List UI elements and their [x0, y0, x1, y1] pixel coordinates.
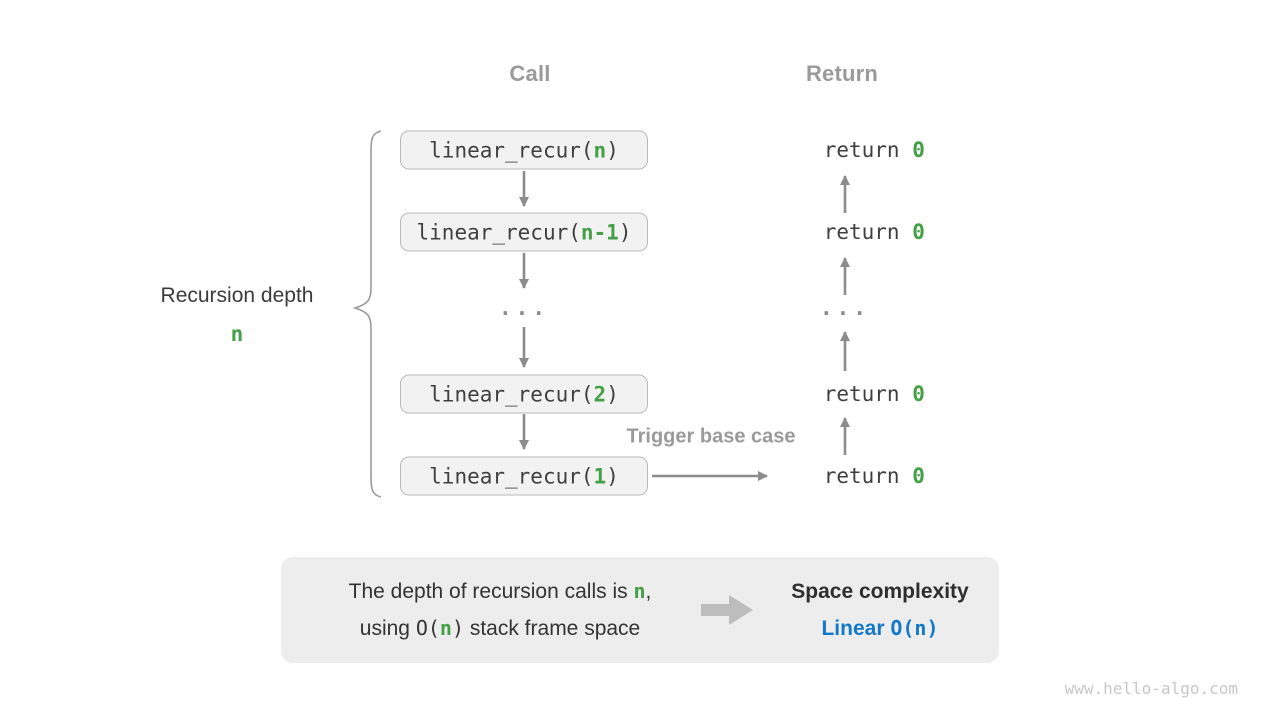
code-prefix: linear_recur( [429, 382, 594, 406]
code-arg: 2 [593, 382, 607, 406]
code-prefix: linear_recur( [429, 464, 594, 488]
code-arg: n-1 [580, 220, 619, 244]
implies-arrow-icon [701, 595, 753, 625]
summary-line1-text: The depth of recursion calls is [348, 579, 634, 603]
call-frame-n: linear_recur(n) [400, 130, 648, 170]
result-notation: O(n) [890, 616, 939, 640]
summary-line2-code-open: O( [415, 616, 440, 640]
return-keyword: return [823, 382, 913, 406]
recursion-depth-value: n [230, 322, 244, 346]
return-keyword: return [823, 220, 913, 244]
return-keyword: return [823, 138, 913, 162]
code-prefix: linear_recur( [429, 138, 594, 162]
call-frame-1: linear_recur(1) [400, 456, 648, 496]
return-column-header: Return [805, 61, 879, 86]
recursion-depth-brace [352, 130, 382, 498]
code-suffix: ) [606, 382, 619, 406]
return-value: 0 [912, 382, 925, 406]
space-complexity-result: Linear O(n) [761, 615, 999, 642]
summary-line2-arg: n [439, 616, 452, 640]
space-complexity-title: Space complexity [791, 579, 969, 603]
return-value: 0 [912, 220, 925, 244]
call-column-header: Call [509, 61, 551, 86]
return-statement-4: return 0 [773, 440, 925, 512]
code-suffix: ) [618, 220, 632, 244]
code-suffix: ) [606, 464, 619, 488]
summary-line2-text: using [359, 617, 416, 640]
summary-line-1: The depth of recursion calls is n, [281, 578, 719, 605]
call-ellipsis: ... [499, 296, 549, 320]
trigger-base-case-label: Trigger base case [626, 425, 796, 448]
recursion-depth-label: Recursion depth [160, 284, 314, 307]
code-prefix: linear_recur( [416, 220, 581, 244]
result-name: Linear [821, 617, 885, 640]
return-value: 0 [912, 138, 925, 162]
summary-line1-arg: n [633, 578, 646, 603]
summary-line-2: using O(n) stack frame space [281, 615, 719, 642]
return-statement-1: return 0 [773, 114, 925, 186]
summary-line1-comma: , [645, 579, 652, 603]
summary-line2-code-close: ) [451, 616, 464, 640]
summary-box: The depth of recursion calls is n, using… [281, 557, 999, 663]
return-value: 0 [912, 464, 925, 488]
summary-line2-tail: stack frame space [464, 617, 641, 640]
code-arg: 1 [593, 464, 607, 488]
call-frame-2: linear_recur(2) [400, 374, 648, 414]
code-suffix: ) [606, 138, 619, 162]
summary-result: Space complexity Linear O(n) [761, 557, 999, 663]
return-statement-2: return 0 [773, 196, 925, 268]
watermark: www.hello-algo.com [1064, 679, 1238, 698]
call-frame-n-1: linear_recur(n-1) [400, 212, 648, 252]
summary-text: The depth of recursion calls is n, using… [281, 557, 719, 663]
return-ellipsis: ... [820, 296, 870, 320]
return-keyword: return [823, 464, 913, 488]
return-statement-3: return 0 [773, 358, 925, 430]
code-arg: n [593, 138, 607, 162]
